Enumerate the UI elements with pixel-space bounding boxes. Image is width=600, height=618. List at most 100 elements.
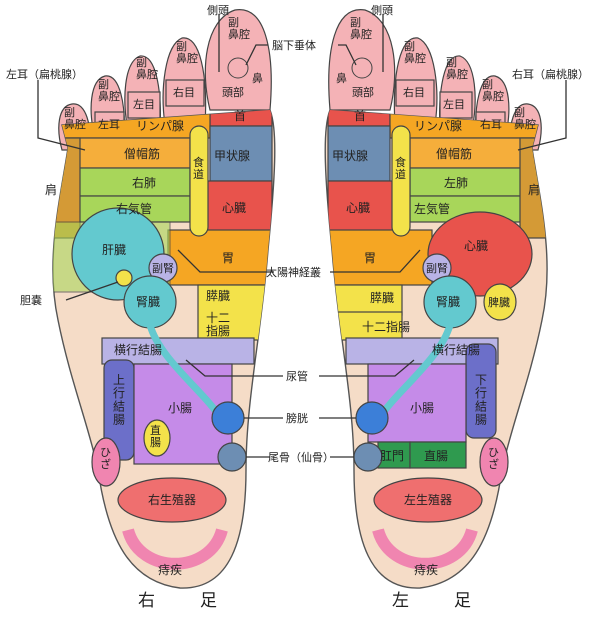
label-hemorrhoid-l: 痔疾	[414, 562, 438, 577]
label-neck-r: 首	[234, 109, 246, 123]
label-anus: 肛門	[380, 449, 404, 463]
label-right-ear-zone: 右耳	[480, 117, 502, 131]
label-trapezius-r: 僧帽筋	[124, 146, 160, 161]
label-sinus-l4: 副鼻腔	[482, 78, 504, 103]
label-right-lung: 右肺	[132, 175, 156, 190]
left-pituitary-point	[351, 57, 373, 79]
label-rectum-r: 直腸	[150, 423, 161, 449]
left-hemorrhoid-zone	[372, 527, 478, 570]
right-esophagus-zone	[189, 125, 209, 237]
right-thyroid-zone	[209, 125, 273, 182]
left-heart-zone	[427, 211, 533, 297]
right-hemorrhoid-zone	[122, 527, 228, 570]
label-stomach-r: 胃	[222, 251, 234, 265]
label-small-intestine-l: 小腸	[410, 401, 434, 415]
right-knee-zone	[91, 437, 121, 487]
right-stomach-zone	[167, 229, 273, 286]
label-stomach-l: 胃	[364, 251, 376, 265]
label-sinus-r2: 副鼻腔	[176, 40, 198, 65]
right-heart-zone	[199, 180, 273, 232]
label-heart-r: 心臓	[222, 201, 246, 215]
label-small-intestine-r: 小腸	[168, 401, 192, 415]
right-rectum-zone	[143, 419, 171, 457]
label-sinus-r1: 副鼻腔	[228, 16, 250, 41]
label-nose-r: 鼻	[252, 71, 263, 85]
callout-side-head-left: 側頭	[371, 4, 393, 17]
callout-pituitary: 脳下垂体	[272, 38, 316, 52]
left-anus-zone	[377, 441, 411, 469]
label-sinus-l5: 副鼻腔	[514, 106, 536, 131]
callout-gallbladder: 胆嚢	[20, 293, 42, 307]
label-sinus-l2: 副鼻腔	[404, 40, 426, 65]
right-trapezius-zone	[59, 137, 191, 169]
label-trapezius-l: 僧帽筋	[436, 146, 472, 161]
label-sinus-r4: 副鼻腔	[98, 78, 120, 103]
callout-bladder: 膀胱	[286, 411, 308, 425]
left-thyroid-zone	[327, 125, 391, 182]
left-foot-title: 左 足	[392, 591, 485, 611]
left-toe-3-eye	[439, 91, 473, 119]
label-sinus-r5: 副鼻腔	[64, 106, 86, 131]
left-coccyx-zone	[353, 442, 383, 472]
label-pancreas-r: 膵臓	[206, 289, 230, 303]
label-ascending-colon: 上行結腸	[113, 373, 125, 427]
left-foot	[324, 9, 548, 589]
label-kidney-l: 腎臓	[436, 295, 460, 309]
label-knee-r: ひざ	[100, 446, 111, 471]
left-zone-labels: 副鼻腔 鼻 頭部 首 副鼻腔 右目 副鼻腔 左目 副鼻腔 右耳 副鼻腔 リンパ腺…	[332, 16, 540, 577]
label-right-genital: 右生殖器	[148, 492, 196, 507]
label-left-eye-r: 左目	[133, 98, 155, 111]
left-spleen-zone	[483, 283, 517, 321]
label-lymph-l: リンパ腺	[414, 119, 462, 133]
left-rectum-zone	[409, 441, 467, 469]
label-thyroid-r: 甲状腺	[214, 149, 250, 163]
label-left-eye-l: 左目	[443, 98, 465, 111]
label-left-bronchus: 左気管	[414, 201, 450, 216]
label-knee-l: ひざ	[488, 446, 499, 471]
label-left-genital: 左生殖器	[404, 492, 452, 507]
left-stomach-zone	[327, 229, 433, 286]
leader-lines	[37, 14, 567, 458]
label-adrenal-r: 副腎	[152, 262, 174, 275]
label-transverse-colon-r: 横行結腸	[114, 343, 162, 357]
label-neck-l: 首	[354, 109, 366, 123]
label-left-ear-zone: 左耳	[98, 118, 120, 131]
right-foot-toes	[58, 9, 272, 151]
label-esophagus-l: 食道	[395, 155, 406, 181]
right-bladder-zone	[211, 401, 245, 435]
label-head-l: 頭部	[352, 85, 374, 99]
right-foot-title: 右 足	[138, 591, 231, 611]
right-genital-zone	[117, 477, 227, 523]
callout-right-ear: 右耳（扁桃腺）	[512, 67, 589, 81]
label-kidney-r: 腎臓	[136, 295, 160, 309]
left-pancreas-zone	[327, 284, 403, 316]
right-foot	[52, 9, 276, 589]
right-toe-2-eye	[165, 79, 205, 107]
label-pancreas-l: 膵臓	[370, 291, 394, 305]
label-liver: 肝臓	[102, 243, 126, 257]
label-thyroid-l: 甲状腺	[332, 149, 368, 163]
left-toe-2-eye	[395, 79, 435, 107]
label-sinus-r3: 副鼻腔	[136, 56, 158, 81]
callout-left-ear: 左耳（扁桃腺）	[6, 67, 83, 81]
label-heart-l-small: 心臓	[346, 201, 370, 215]
label-shoulder-r: 肩	[45, 182, 57, 197]
right-gallbladder-zone	[115, 269, 133, 287]
callout-coccyx: 尾骨（仙骨）	[268, 451, 334, 464]
callout-side-head-right: 側頭	[207, 4, 229, 17]
label-transverse-colon-l: 横行結腸	[432, 343, 480, 357]
callout-solar-plexus: 太陽神経叢	[266, 265, 321, 279]
label-left-lung: 左肺	[444, 175, 468, 190]
callout-labels: 側頭 側頭 脳下垂体 左耳（扁桃腺） 右耳（扁桃腺） 太陽神経叢 胆嚢 尿管 膀…	[6, 4, 589, 464]
label-hemorrhoid-r: 痔疾	[158, 562, 182, 577]
label-lymph-r: リンパ腺	[136, 119, 184, 133]
label-rectum-l: 直腸	[424, 449, 448, 463]
callout-ureter: 尿管	[286, 369, 308, 383]
label-duodenum-r: 十二指腸	[206, 311, 230, 338]
label-sinus-l1: 副鼻腔	[350, 16, 372, 41]
label-nose-l: 鼻	[336, 71, 347, 85]
right-coccyx-zone	[217, 442, 247, 472]
right-toe-3-eye	[127, 91, 161, 119]
right-zone-labels: 副鼻腔 鼻 頭部 首 副鼻腔 右目 副鼻腔 左目 副鼻腔 左耳 副鼻腔 リンパ腺…	[45, 16, 263, 577]
